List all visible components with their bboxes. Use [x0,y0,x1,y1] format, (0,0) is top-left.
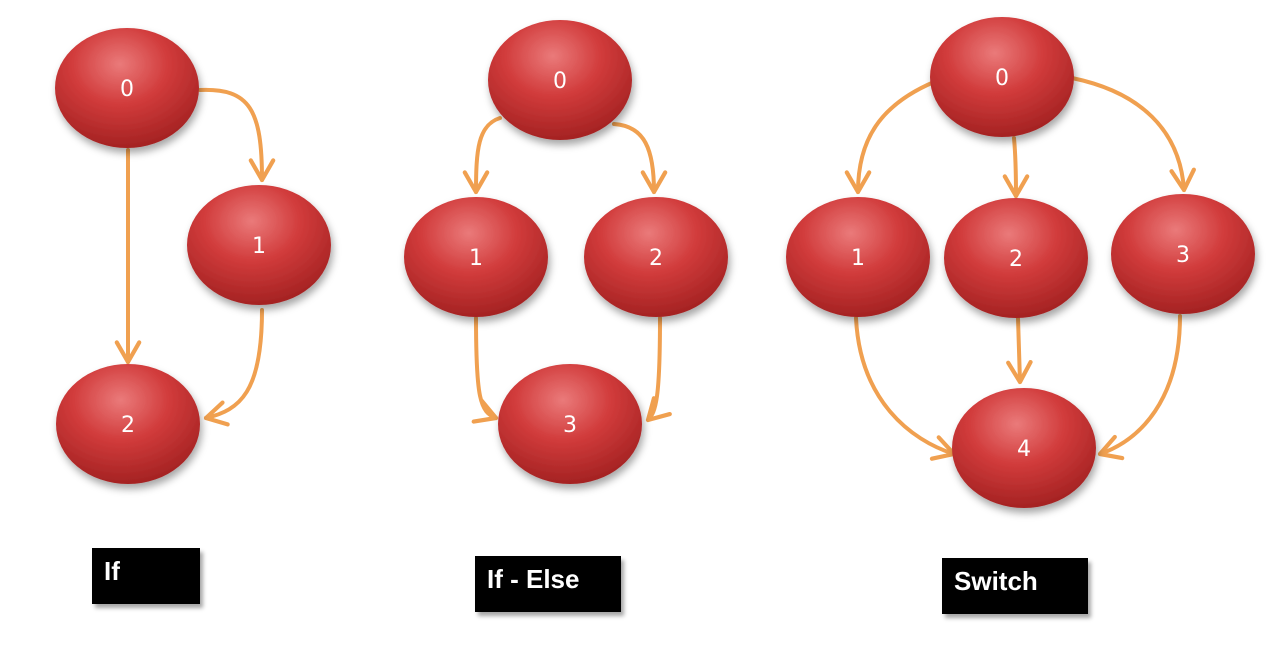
node-label: 0 [553,69,567,94]
if-else-diagram: 0 1 2 3 [404,20,728,484]
node-switch-3: 3 [1111,194,1255,314]
node-ifelse-2: 2 [584,197,728,317]
edge-ifelse-0-2 [612,122,668,195]
caption-if: If [92,548,200,604]
node-label: 0 [995,66,1009,91]
node-label: 1 [469,246,483,271]
node-label: 2 [1009,247,1023,272]
node-label: 1 [252,234,266,259]
node-label: 2 [649,246,663,271]
edge-switch-0-1 [844,80,936,195]
switch-diagram: 0 1 2 3 4 [786,17,1255,508]
edge-ifelse-0-1 [462,116,502,195]
edge-switch-0-2 [1002,136,1030,199]
node-switch-2: 2 [944,198,1088,318]
caption-switch: Switch [942,558,1088,614]
node-switch-4: 4 [952,388,1096,508]
if-diagram: 0 1 2 [55,28,331,484]
node-if-2: 2 [56,364,200,484]
node-label: 0 [120,77,134,102]
node-if-0: 0 [55,28,199,148]
edge-switch-1-4 [854,316,957,461]
node-switch-0: 0 [930,17,1074,137]
node-label: 3 [1176,243,1190,268]
node-ifelse-1: 1 [404,197,548,317]
node-label: 1 [851,246,865,271]
edge-ifelse-1-3 [471,316,499,424]
edge-if-1-2 [203,308,264,427]
caption-if-else: If - Else [475,556,621,612]
edge-switch-2-4 [1006,316,1033,385]
edge-switch-0-3 [1070,76,1196,193]
node-label: 2 [121,413,135,438]
edge-switch-3-4 [1097,314,1182,461]
node-if-1: 1 [187,185,331,305]
node-label: 3 [563,413,577,438]
edge-if-0-1 [198,87,276,183]
node-ifelse-0: 0 [488,20,632,140]
node-ifelse-3: 3 [498,364,642,484]
node-label: 4 [1017,437,1031,462]
node-switch-1: 1 [786,197,930,317]
edge-ifelse-2-3 [645,316,672,423]
